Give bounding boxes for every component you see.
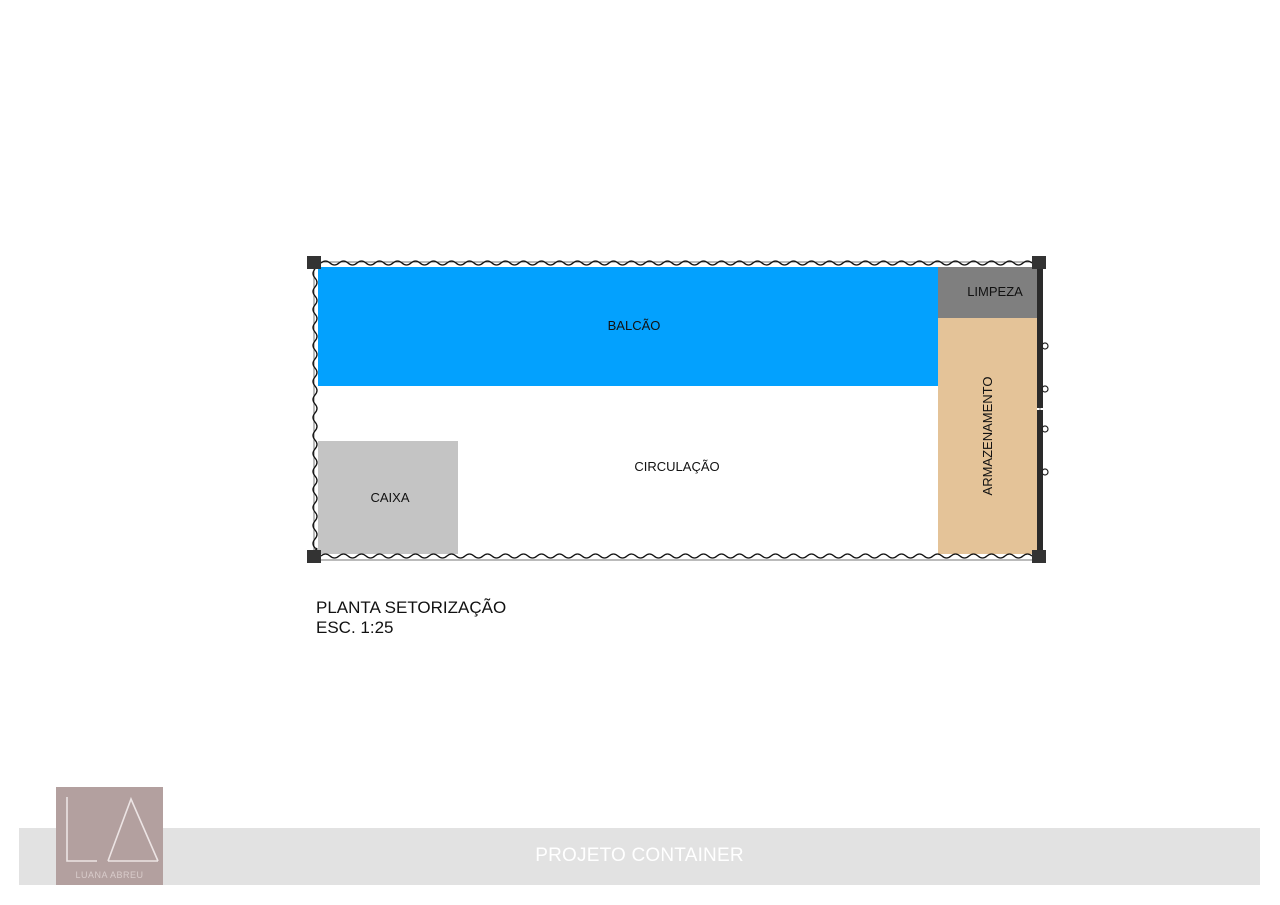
logo-name: LUANA ABREU (75, 870, 144, 880)
label-caixa: CAIXA (370, 490, 409, 505)
zone-balcao (318, 267, 938, 386)
door-hinge (1041, 342, 1049, 350)
wall-top (320, 260, 1033, 266)
zone-caixa (318, 441, 458, 554)
door-hinge (1041, 385, 1049, 393)
door-hinges (1041, 342, 1049, 476)
door-panel-lower (1037, 410, 1043, 552)
wall-bottom (320, 553, 1033, 559)
footer-title: PROJETO CONTAINER (535, 845, 744, 866)
zone-armazenamento (938, 318, 1037, 554)
plan-caption: PLANTA SETORIZAÇÃO ESC. 1:25 (316, 598, 506, 638)
door-hinge (1041, 468, 1049, 476)
label-balcao: BALCÃO (608, 318, 661, 333)
label-armazenamento: ARMAZENAMENTO (980, 377, 995, 496)
plan-title: PLANTA SETORIZAÇÃO (316, 598, 507, 617)
corner-post-bottom-right (1032, 550, 1046, 563)
label-circulacao: CIRCULAÇÃO (634, 459, 719, 474)
brand-logo: LA LUANA ABREU (56, 787, 163, 885)
footer-band: PROJETO CONTAINER (19, 828, 1260, 885)
wall-left (312, 268, 318, 551)
corner-post-top-left (307, 256, 321, 269)
door-panel-upper (1037, 268, 1043, 408)
plan-scale: ESC. 1:25 (316, 618, 394, 637)
zone-limpeza (938, 267, 1037, 318)
label-limpeza: LIMPEZA (967, 284, 1023, 299)
door-hinge (1041, 425, 1049, 433)
corner-post-bottom-left (307, 550, 321, 563)
logo-mark-icon: LA (66, 796, 159, 862)
corner-post-top-right (1032, 256, 1046, 269)
